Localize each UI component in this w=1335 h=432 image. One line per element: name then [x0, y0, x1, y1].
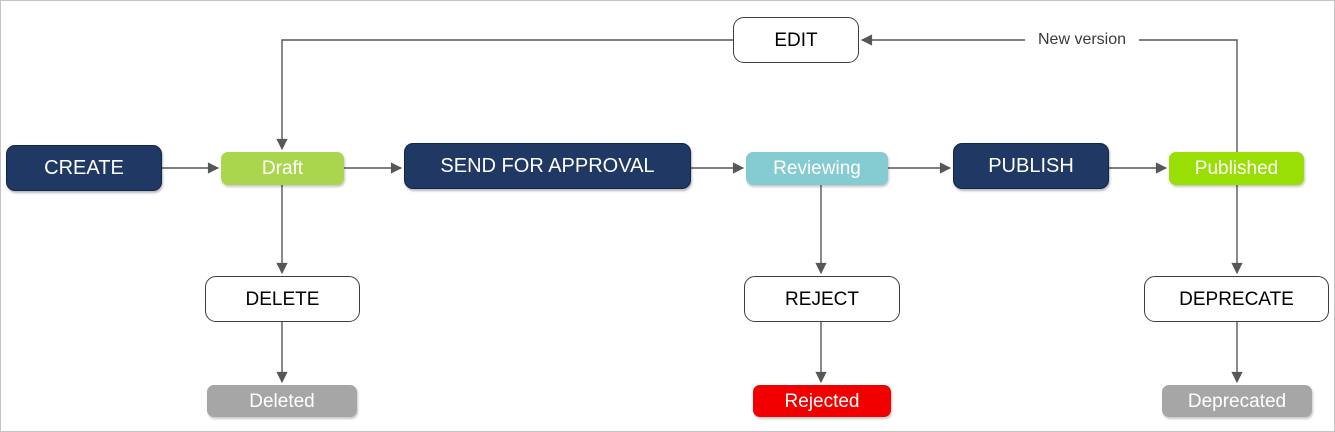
- node-edit: EDIT: [733, 17, 859, 63]
- edge-label-new-version: New version: [1024, 30, 1140, 50]
- node-deprecate: DEPRECATE: [1144, 276, 1329, 322]
- node-publish: PUBLISH: [953, 143, 1109, 189]
- node-draft: Draft: [221, 152, 344, 185]
- node-reviewing: Reviewing: [746, 152, 888, 185]
- node-deprecated: Deprecated: [1162, 385, 1312, 417]
- node-deleted: Deleted: [207, 385, 357, 417]
- node-reject: REJECT: [744, 276, 900, 322]
- node-rejected: Rejected: [753, 385, 891, 417]
- node-delete: DELETE: [205, 276, 360, 322]
- node-create: CREATE: [6, 145, 162, 191]
- node-published: Published: [1169, 152, 1304, 185]
- node-send-for-approval: SEND FOR APPROVAL: [404, 143, 691, 189]
- edge-edit-draft: [276, 39, 733, 151]
- edge-published-edit-new-version: [860, 34, 1238, 152]
